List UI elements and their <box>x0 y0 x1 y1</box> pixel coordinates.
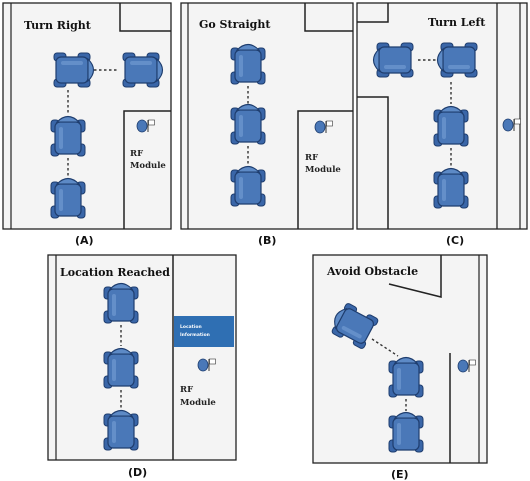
panel-b-caption: (B) <box>258 234 276 247</box>
panel-b: Go Straight RF Module (B) <box>180 2 354 247</box>
panel-a-title: Turn Right <box>24 19 92 32</box>
panel-a-caption: (A) <box>75 234 94 247</box>
panel-e-caption: (E) <box>391 468 409 481</box>
robot-icon <box>103 347 139 389</box>
robot-icon <box>122 52 164 88</box>
panel-d: Location Reached Location Information RF… <box>47 254 237 479</box>
panel-e: Avoid Obstacle (E) <box>312 254 488 481</box>
robot-icon <box>230 165 266 207</box>
rf-label: Module <box>180 398 216 408</box>
location-box-label: Information <box>180 332 210 338</box>
rf-label: RF <box>130 149 143 159</box>
location-information-box <box>174 316 234 347</box>
rf-label: Module <box>305 165 341 175</box>
robot-icon <box>388 411 424 453</box>
robot-icon <box>433 167 469 209</box>
panel-b-title: Go Straight <box>199 18 271 31</box>
robot-icon <box>53 52 95 88</box>
panel-c: Turn Left (C) <box>356 2 528 247</box>
robot-icon <box>103 282 139 324</box>
location-box-label: Location <box>180 324 202 330</box>
robot-icon <box>103 409 139 451</box>
panel-e-title: Avoid Obstacle <box>326 265 418 278</box>
panel-d-title: Location Reached <box>60 266 170 279</box>
rf-label: RF <box>180 385 193 395</box>
panel-d-caption: (D) <box>128 466 147 479</box>
panel-a: Turn Right RF Module (A) <box>2 2 172 247</box>
robot-icon <box>50 177 86 219</box>
robot-icon <box>230 103 266 145</box>
robot-icon <box>388 356 424 398</box>
robot-icon <box>433 105 469 147</box>
robot-icon <box>50 115 86 157</box>
panel-c-title: Turn Left <box>428 16 486 29</box>
rf-label: Module <box>130 161 166 171</box>
rf-label: RF <box>305 153 318 163</box>
panel-c-caption: (C) <box>446 234 464 247</box>
robot-icon <box>230 43 266 85</box>
robot-icon <box>372 42 414 78</box>
robot-icon <box>436 42 478 78</box>
